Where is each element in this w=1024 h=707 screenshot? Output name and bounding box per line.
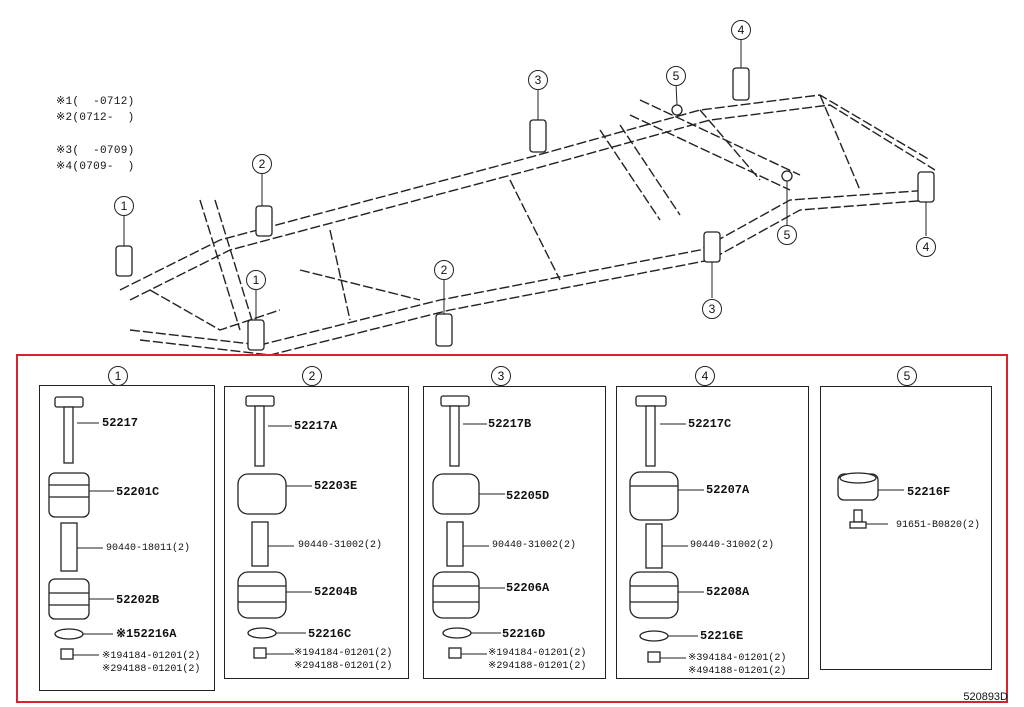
callout-badge: 5 bbox=[777, 225, 797, 245]
parts-breakdown-highlight bbox=[16, 354, 1008, 703]
mount-group-1 bbox=[39, 385, 215, 691]
part-number: 52207A bbox=[706, 483, 750, 497]
part-number: 52205D bbox=[506, 489, 550, 503]
callout-badge: 1 bbox=[114, 196, 134, 216]
callout-badge: 3 bbox=[528, 70, 548, 90]
legend-item: ※1( -0712) bbox=[56, 96, 135, 108]
part-number: 90440-31002(2) bbox=[492, 540, 577, 551]
mount-parts-drawing bbox=[432, 395, 505, 659]
callout-badge: 4 bbox=[916, 237, 936, 257]
part-number: 52202B bbox=[116, 593, 160, 607]
frame-mounts bbox=[115, 67, 935, 351]
part-number: 52217C bbox=[688, 417, 732, 431]
mount-parts-drawing bbox=[837, 472, 904, 529]
part-number: ※194184-01201(2) bbox=[488, 648, 587, 659]
part-number: 52201C bbox=[116, 485, 160, 499]
mount-group-2 bbox=[224, 386, 409, 679]
part-number: 52208A bbox=[706, 585, 750, 599]
part-number: ※294188-01201(2) bbox=[102, 664, 201, 675]
diagram-code: 520893D bbox=[963, 691, 1008, 703]
legend-item: ※4(0709- ) bbox=[56, 161, 135, 173]
part-number: ※494188-01201(2) bbox=[688, 666, 787, 677]
part-number: 52216F bbox=[907, 485, 951, 499]
chassis-frame bbox=[119, 94, 936, 356]
part-number: ※394184-01201(2) bbox=[688, 653, 787, 664]
part-number: 52217 bbox=[102, 416, 139, 430]
part-number: 90440-18011(2) bbox=[106, 543, 191, 554]
legend-item: ※3( -0709) bbox=[56, 145, 135, 157]
group-badge: 4 bbox=[695, 366, 715, 386]
part-number: ※294188-01201(2) bbox=[294, 661, 393, 672]
part-number: 52203E bbox=[314, 479, 358, 493]
part-number: ※294188-01201(2) bbox=[488, 661, 587, 672]
part-number: 52216E bbox=[700, 629, 744, 643]
leader-lines bbox=[123, 38, 927, 320]
callout-badge: 2 bbox=[434, 260, 454, 280]
part-number: ※152216A bbox=[116, 627, 177, 641]
part-number: 52216C bbox=[308, 627, 352, 641]
group-badge: 1 bbox=[108, 366, 128, 386]
mount-group-3 bbox=[423, 386, 606, 679]
part-number: 52206A bbox=[506, 581, 550, 595]
group-badge: 2 bbox=[302, 366, 322, 386]
part-number: 52217A bbox=[294, 419, 338, 433]
part-number: ※194184-01201(2) bbox=[294, 648, 393, 659]
part-number: 90440-31002(2) bbox=[298, 540, 383, 551]
part-number: 90440-31002(2) bbox=[690, 540, 775, 551]
mount-parts-drawing bbox=[48, 396, 114, 660]
mount-group-5 bbox=[820, 386, 992, 670]
callout-badge: 5 bbox=[666, 66, 686, 86]
callout-badge: 4 bbox=[731, 20, 751, 40]
part-number: 91651-B0820(2) bbox=[896, 520, 981, 531]
part-number: 52204B bbox=[314, 585, 358, 599]
callout-badge: 1 bbox=[246, 270, 266, 290]
group-badge: 5 bbox=[897, 366, 917, 386]
legend-item: ※2(0712- ) bbox=[56, 112, 135, 124]
part-number: 52217B bbox=[488, 417, 532, 431]
part-number: 52216D bbox=[502, 627, 546, 641]
group-badge: 3 bbox=[491, 366, 511, 386]
callout-badge: 2 bbox=[252, 154, 272, 174]
mount-parts-drawing bbox=[629, 395, 704, 663]
mount-parts-drawing bbox=[237, 395, 312, 659]
callout-badge: 3 bbox=[702, 299, 722, 319]
part-number: ※194184-01201(2) bbox=[102, 651, 201, 662]
mount-group-4 bbox=[616, 386, 809, 679]
